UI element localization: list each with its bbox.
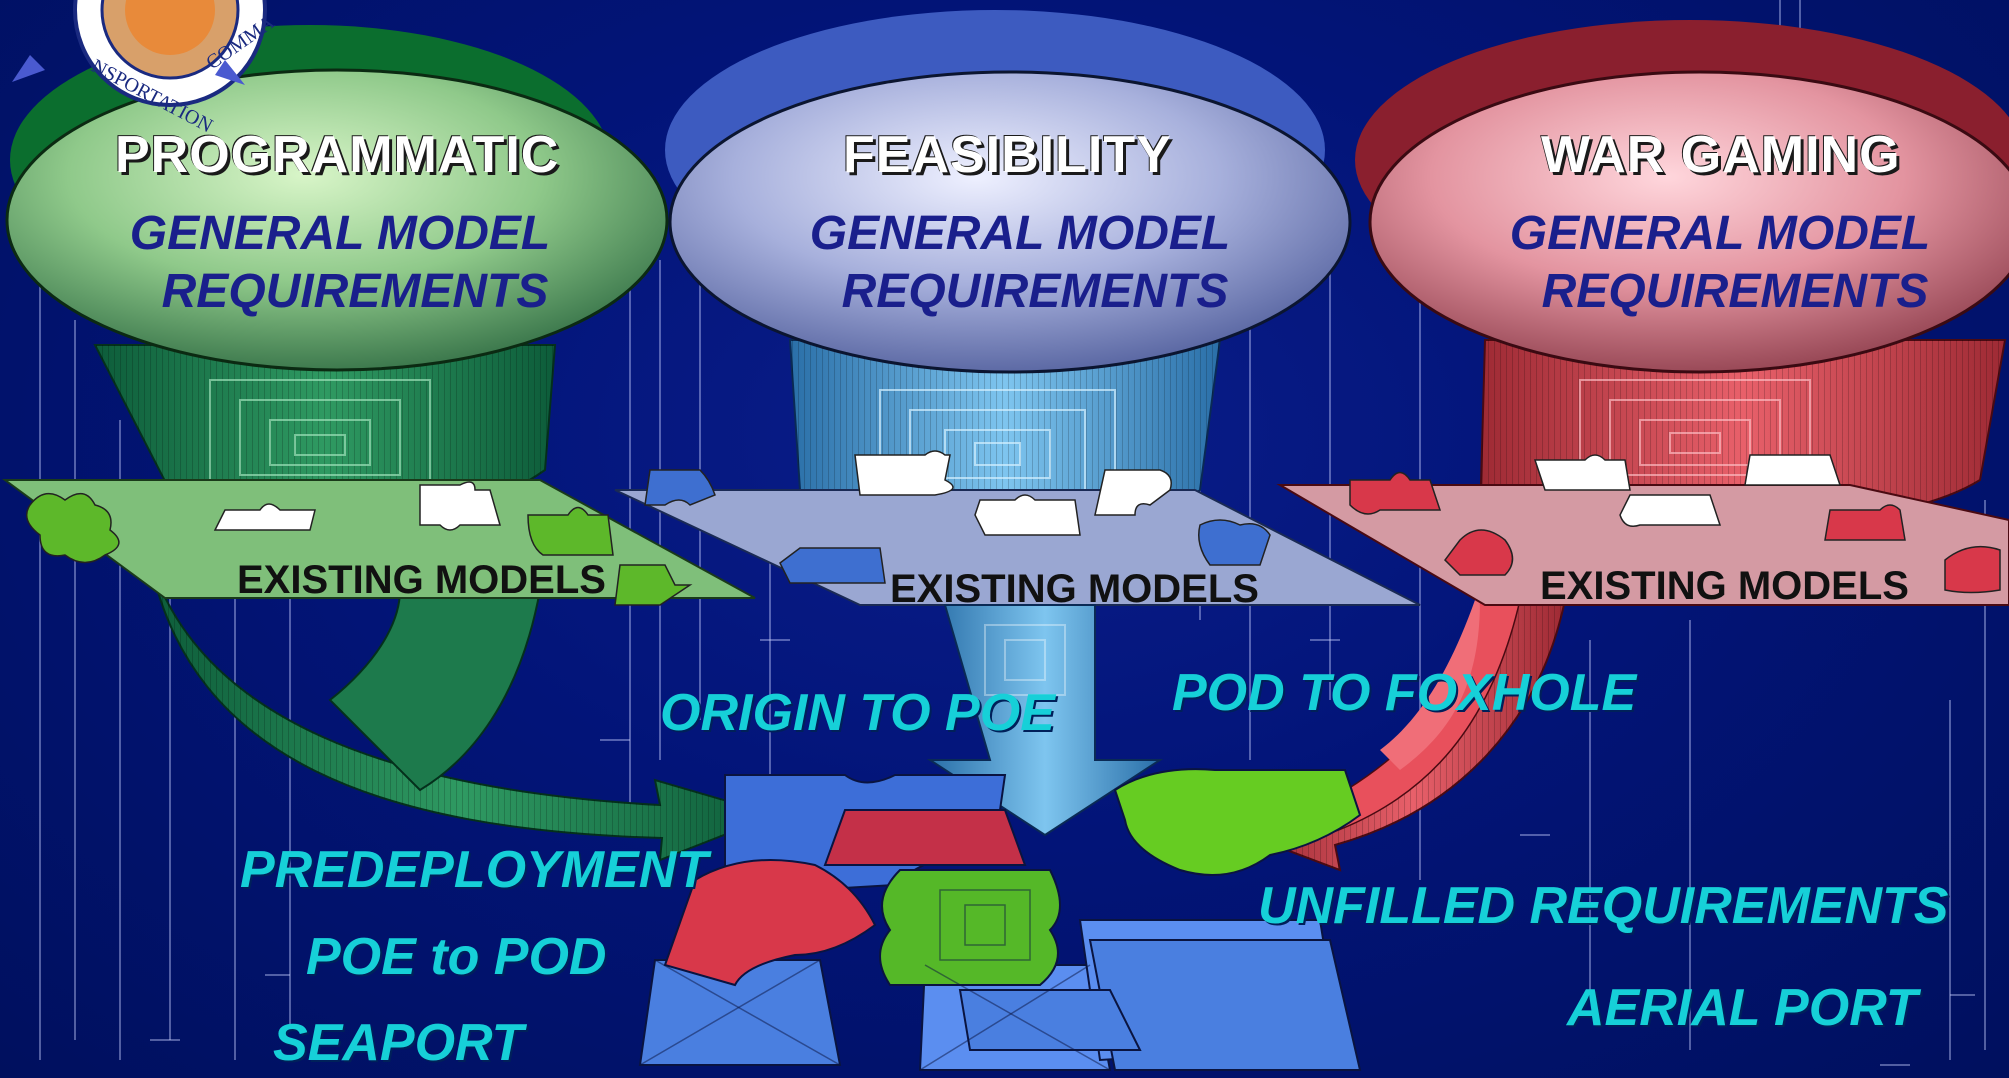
phase-poe-to-pod: POE to POD — [306, 928, 607, 986]
war-gaming-existing-models: EXISTING MODELS — [1540, 564, 1909, 608]
phase-seaport: SEAPORT — [273, 1014, 524, 1072]
requirements-line-1: GENERAL MODEL — [1509, 207, 1931, 260]
heading-war-gaming: WAR GAMING — [1541, 126, 1901, 184]
war-gaming-requirements: GENERAL MODEL REQUIREMENTS — [1490, 205, 1950, 321]
requirements-line-2: REQUIREMENTS — [1541, 265, 1929, 318]
feasibility-requirements: GENERAL MODEL REQUIREMENTS — [790, 205, 1250, 321]
programmatic-requirements: GENERAL MODEL REQUIREMENTS — [110, 205, 570, 321]
phase-predeployment: PREDEPLOYMENT — [240, 841, 709, 899]
phase-origin-to-poe: ORIGIN TO POE — [660, 684, 1055, 742]
heading-programmatic: PROGRAMMATIC — [115, 126, 560, 184]
feasibility-existing-models: EXISTING MODELS — [890, 567, 1259, 611]
requirements-line-1: GENERAL MODEL — [129, 207, 551, 260]
phase-aerial-port: AERIAL PORT — [1567, 979, 1918, 1037]
heading-feasibility: FEASIBILITY — [843, 126, 1172, 184]
requirements-line-1: GENERAL MODEL — [809, 207, 1231, 260]
requirements-line-2: REQUIREMENTS — [841, 265, 1229, 318]
phase-pod-to-foxhole: POD TO FOXHOLE — [1172, 664, 1637, 722]
programmatic-existing-models: EXISTING MODELS — [237, 558, 606, 602]
requirements-line-2: REQUIREMENTS — [161, 265, 549, 318]
phase-unfilled-requirements: UNFILLED REQUIREMENTS — [1258, 877, 1949, 935]
